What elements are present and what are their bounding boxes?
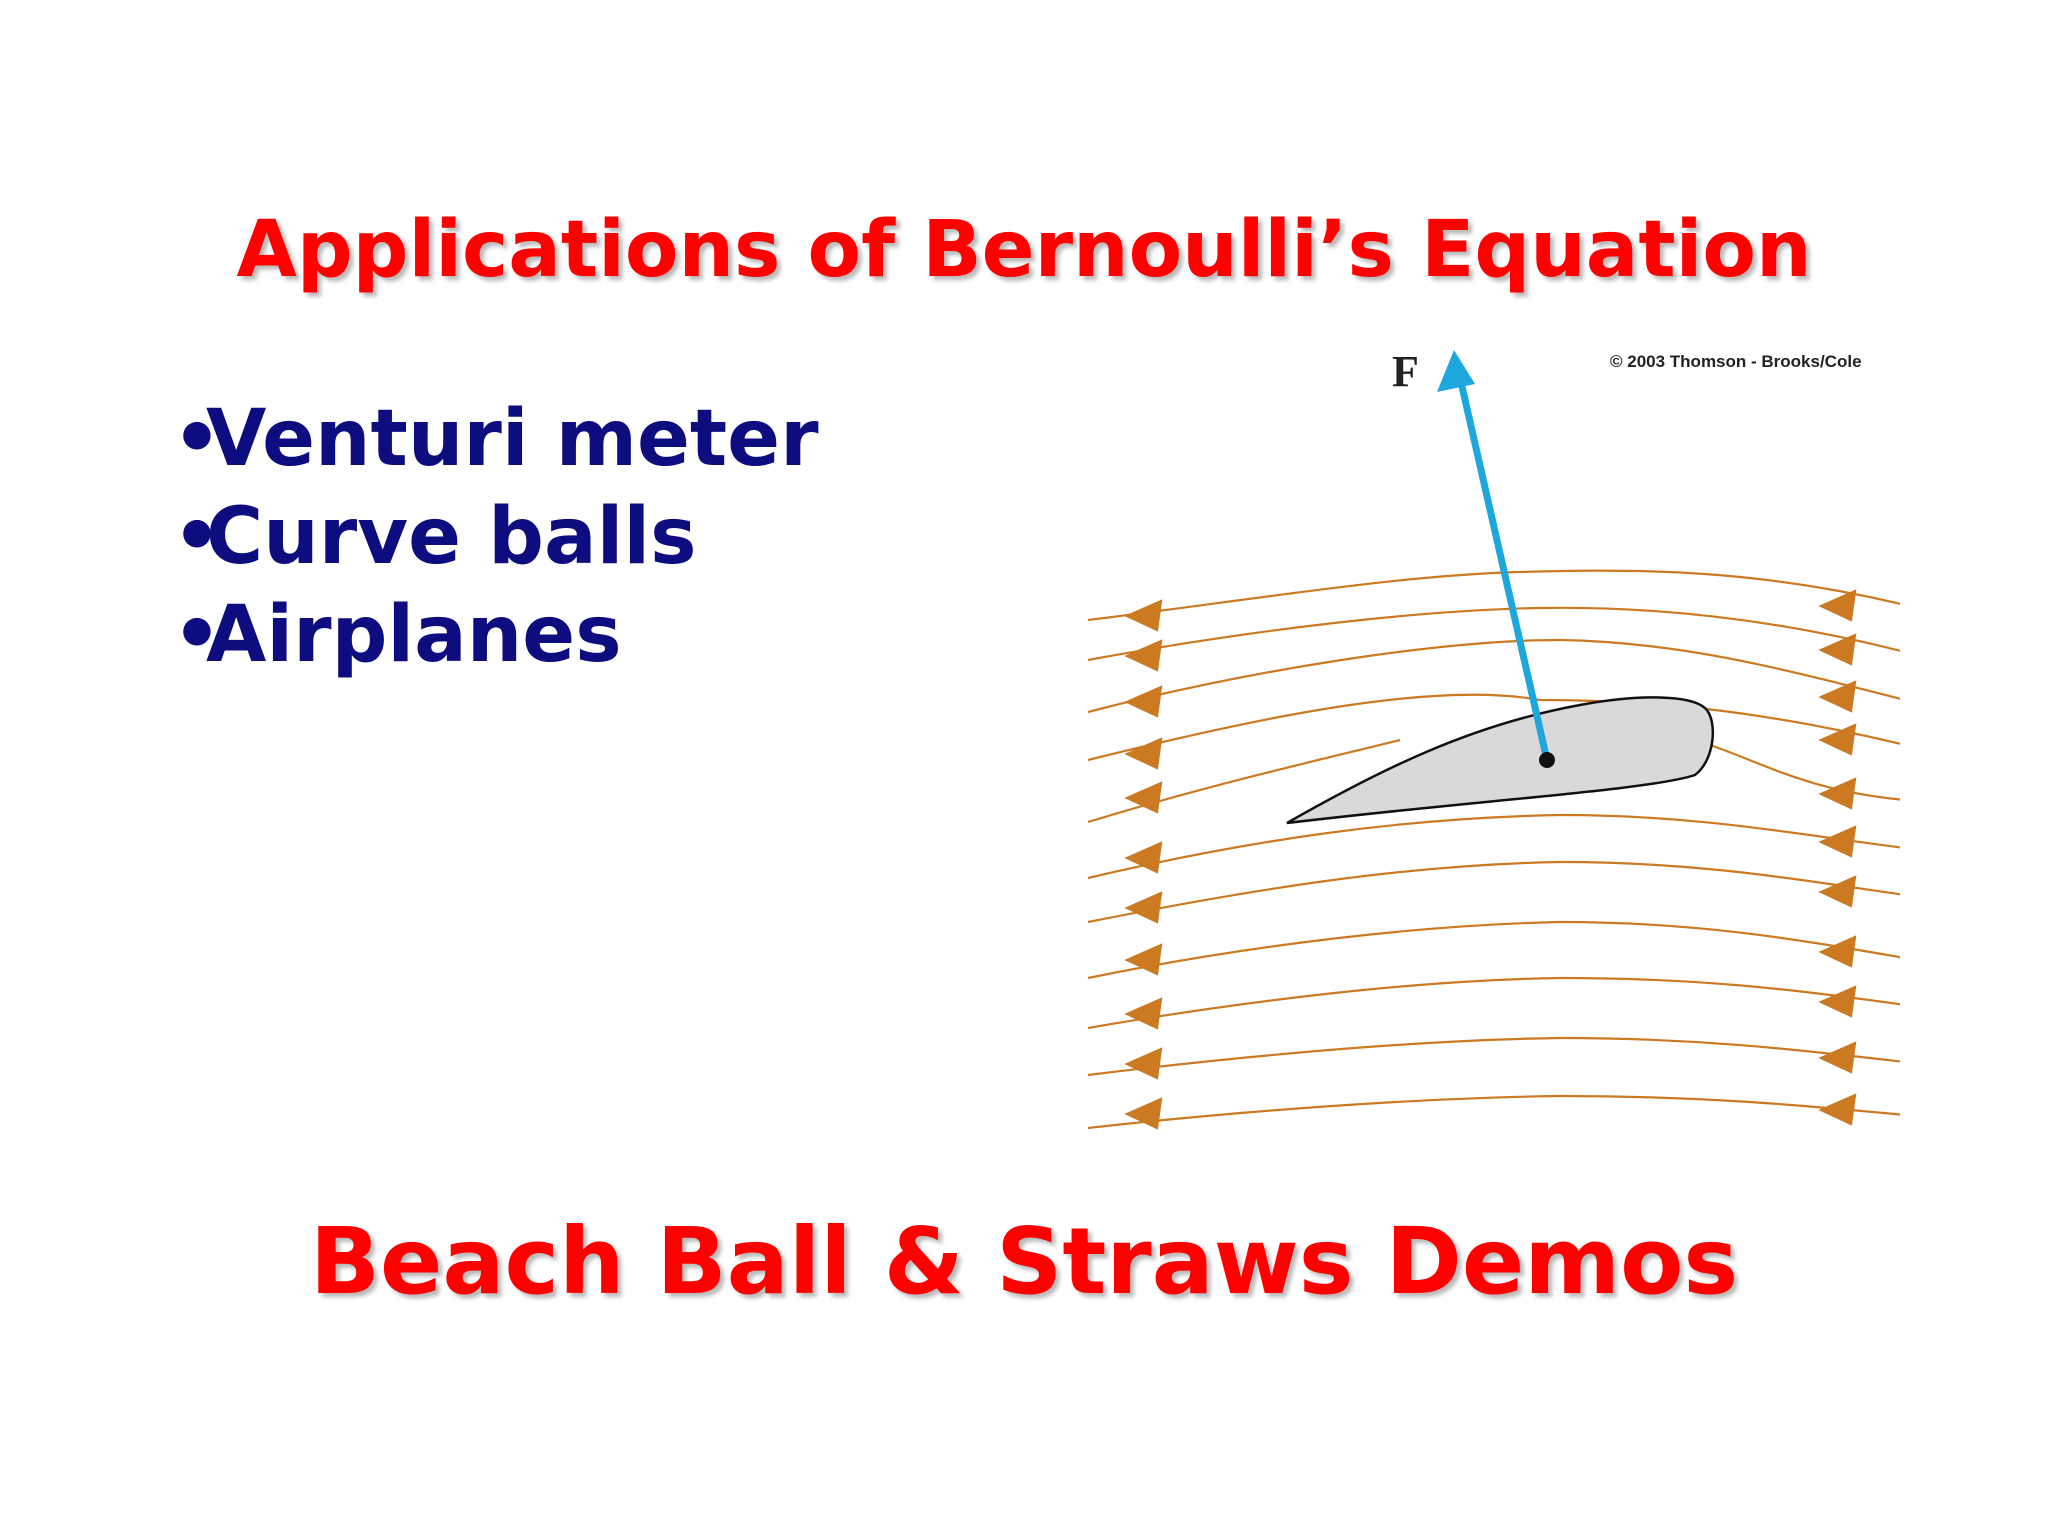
streamline (1087, 860, 1900, 924)
streamline-arrow-icon (1818, 985, 1857, 1018)
bullet-marker: • (172, 492, 222, 582)
streamline (1087, 569, 1900, 622)
streamline-arrow-icon (1124, 1097, 1163, 1130)
streamline (1087, 813, 1900, 880)
streamline-arrow-icon (1124, 943, 1163, 976)
streamline-arrow-icon (1124, 1047, 1163, 1080)
force-label: F (1392, 347, 1419, 396)
airfoil-shape (1286, 696, 1715, 825)
streamline-arrow-icon (1818, 633, 1857, 666)
bullet-marker: • (172, 590, 222, 680)
streamline-arrow-icon (1124, 737, 1163, 770)
streamline (1694, 738, 1900, 801)
bullet-marker: • (172, 394, 222, 484)
slide-title: Applications of Bernoulli’s Equation (236, 205, 1812, 295)
streamline (1087, 693, 1900, 762)
streamline (1087, 1036, 1900, 1077)
streamline-arrow-icon (1818, 825, 1857, 858)
bullet-item-curve-balls: •Curve balls (172, 488, 819, 586)
streamline-arrow-icon (1818, 723, 1857, 756)
force-arrowhead-icon (1437, 350, 1475, 392)
streamline (1087, 638, 1900, 714)
bullet-list: •Venturi meter •Curve balls •Airplanes (172, 390, 819, 684)
streamline-arrow-icon (1124, 841, 1163, 874)
center-of-pressure-dot (1539, 752, 1555, 768)
streamline-arrow-icon (1818, 935, 1857, 968)
streamline (1087, 1094, 1900, 1130)
streamline-arrow-icon (1124, 639, 1163, 672)
bullet-text: Curve balls (206, 492, 697, 582)
streamline-arrow-icon (1124, 997, 1163, 1030)
airfoil-diagram (1087, 350, 1900, 1130)
bullet-text: Venturi meter (206, 394, 819, 484)
streamline-arrow-icon (1124, 685, 1163, 718)
streamline-arrow-icon (1818, 589, 1857, 622)
streamline-arrow-icon (1818, 1041, 1857, 1074)
streamline (1087, 976, 1900, 1030)
bullet-item-airplanes: •Airplanes (172, 586, 819, 684)
streamline-arrow-icon (1818, 875, 1857, 908)
streamline-arrow-icon (1818, 777, 1857, 810)
streamline-arrow-icon (1818, 680, 1857, 713)
streamline (1087, 920, 1900, 980)
streamline-arrow-icon (1818, 1093, 1857, 1126)
footer-title: Beach Ball & Straws Demos (309, 1208, 1739, 1315)
force-arrow-icon (1457, 381, 1551, 761)
streamline (1087, 738, 1401, 824)
streamlines (1087, 569, 1900, 1130)
streamline-arrow-icon (1124, 599, 1163, 632)
bullet-item-venturi: •Venturi meter (172, 390, 819, 488)
streamline-arrow-icon (1124, 781, 1163, 814)
bullet-text: Airplanes (206, 590, 622, 680)
streamline-arrow-icon (1124, 891, 1163, 924)
streamline (1087, 606, 1900, 662)
copyright-notice: © 2003 Thomson - Brooks/Cole (1610, 352, 1862, 371)
